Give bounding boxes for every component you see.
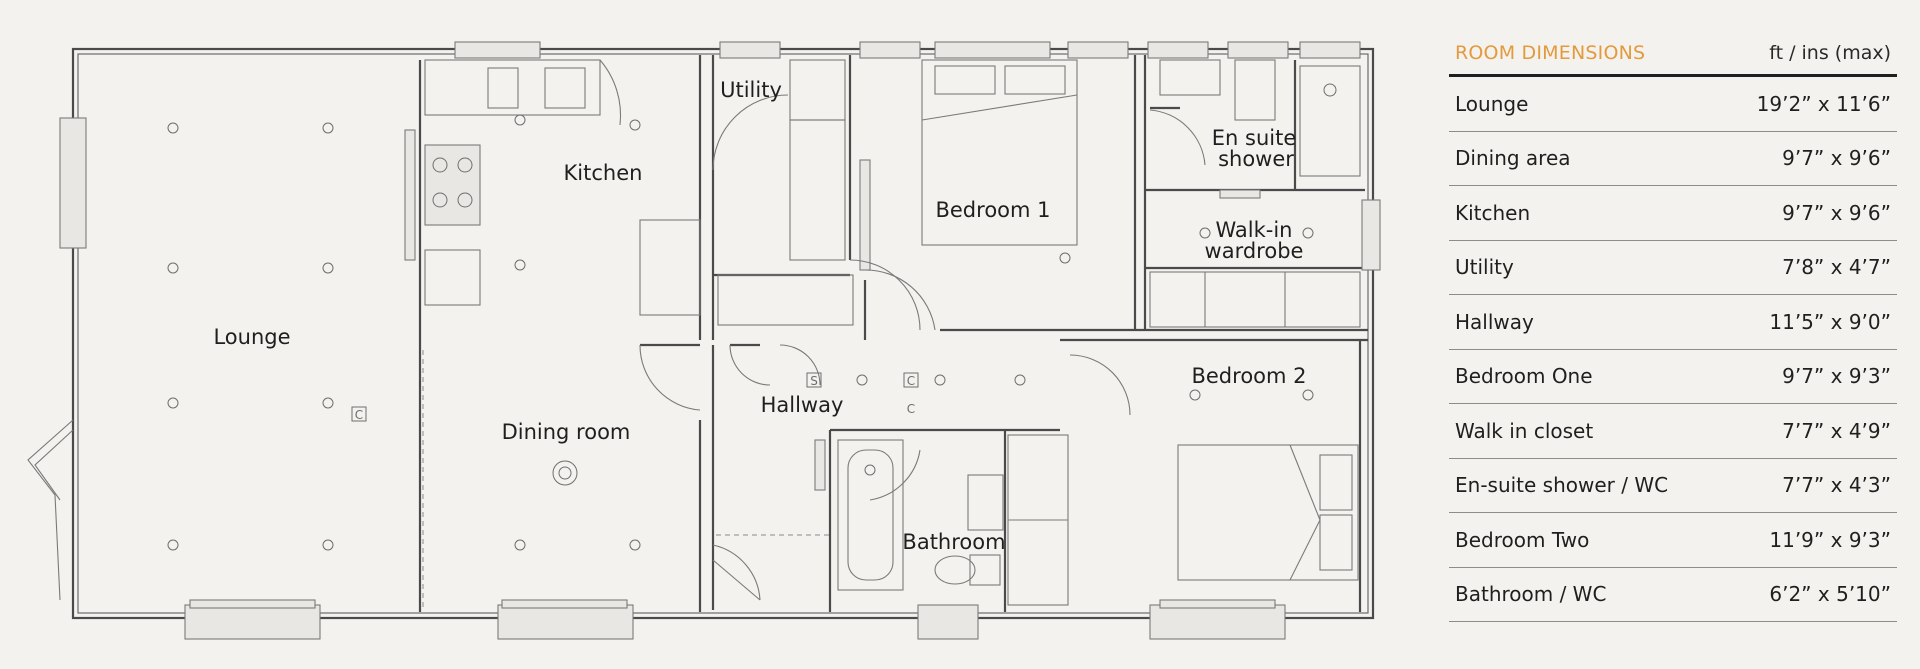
dimension-room-name: Bedroom One: [1455, 364, 1593, 389]
dimension-row: En-suite shower / WC 7’7” x 4’3”: [1449, 459, 1897, 513]
dimension-room-name: Utility: [1455, 255, 1514, 280]
wardrobe-rails: [1149, 271, 1361, 328]
dimensions-title: ROOM DIMENSIONS: [1455, 42, 1646, 64]
svg-text:S: S: [810, 374, 818, 388]
dimension-room-name: Kitchen: [1455, 200, 1531, 225]
hallway-doors: [639, 259, 1131, 601]
ceiling-lights: C C C S: [167, 114, 1314, 551]
dimension-room-size: 9’7” x 9’3”: [1782, 364, 1891, 389]
svg-text:C: C: [355, 408, 363, 422]
floor-plan: C C C S Lounge Kitchen Dining room Utili…: [27, 41, 1381, 640]
dimension-row: Walk in closet 7’7” x 4’9”: [1449, 404, 1897, 459]
dimension-row: Bedroom Two 11’9” x 9’3”: [1449, 513, 1897, 568]
dimension-room-name: Walk in closet: [1455, 418, 1594, 443]
svg-text:C: C: [907, 402, 915, 416]
utility-units: [712, 59, 854, 326]
kitchen-units: [424, 59, 701, 316]
dimension-room-name: Bathroom / WC: [1455, 582, 1607, 607]
dimension-room-name: Lounge: [1455, 91, 1529, 116]
ensuite-fittings: [1149, 59, 1361, 177]
dimension-room-name: Hallway: [1455, 309, 1534, 334]
dimension-row: Utility 7’8” x 4’7”: [1449, 241, 1897, 295]
lounge-bay-doors: [27, 419, 74, 601]
dimension-room-size: 6’2” x 5’10”: [1769, 582, 1891, 607]
room-label-utility: Utility: [720, 78, 782, 102]
room-label-walkin-line1: Walk-in: [1215, 218, 1292, 242]
dimension-room-size: 9’7” x 9’6”: [1782, 200, 1891, 225]
dimension-row: Kitchen 9’7” x 9’6”: [1449, 186, 1897, 241]
room-labels: Lounge Kitchen Dining room Utility Hallw…: [213, 78, 1306, 554]
dimension-room-name: En-suite shower / WC: [1455, 473, 1669, 498]
dimension-row: Bedroom One 9’7” x 9’3”: [1449, 350, 1897, 404]
dimension-row: Dining area 9’7” x 9’6”: [1449, 132, 1897, 186]
dimensions-units: ft / ins (max): [1769, 42, 1891, 64]
radiators: [189, 129, 1276, 609]
room-label-bathroom: Bathroom: [902, 530, 1005, 554]
dimension-room-name: Bedroom Two: [1455, 527, 1590, 552]
room-dimensions-table: ROOM DIMENSIONS ft / ins (max) Lounge 19’…: [1449, 28, 1897, 622]
windows: [59, 41, 1381, 640]
room-label-ensuite-line1: En suite: [1212, 126, 1297, 150]
dimension-room-size: 9’7” x 9’6”: [1782, 146, 1891, 171]
dimension-room-size: 7’8” x 4’7”: [1782, 255, 1891, 280]
bathroom-fittings: [837, 434, 1069, 606]
dimension-row: Lounge 19’2” x 11’6”: [1449, 77, 1897, 132]
room-label-walkin-line2: wardrobe: [1205, 239, 1304, 263]
dimension-row: Hallway 11’5” x 9’0”: [1449, 295, 1897, 350]
room-label-dining-room: Dining room: [502, 420, 631, 444]
bedroom2-bed: [1177, 444, 1359, 581]
dimension-room-size: 11’9” x 9’3”: [1769, 527, 1891, 552]
room-label-bedroom1: Bedroom 1: [935, 198, 1050, 222]
bedroom1-bed: [864, 59, 1078, 331]
dimension-room-name: Dining area: [1455, 146, 1571, 171]
svg-text:C: C: [907, 374, 915, 388]
dimension-room-size: 7’7” x 4’9”: [1782, 418, 1891, 443]
room-label-kitchen: Kitchen: [564, 161, 643, 185]
dimension-room-size: 11’5” x 9’0”: [1769, 309, 1891, 334]
dimension-room-size: 19’2” x 11’6”: [1756, 91, 1891, 116]
dimensions-header: ROOM DIMENSIONS ft / ins (max): [1449, 28, 1897, 77]
room-label-bedroom2: Bedroom 2: [1191, 364, 1306, 388]
dimension-room-size: 7’7” x 4’3”: [1782, 473, 1891, 498]
dimension-row: Bathroom / WC 6’2” x 5’10”: [1449, 568, 1897, 622]
room-label-lounge: Lounge: [213, 325, 290, 349]
dimensions-rows: Lounge 19’2” x 11’6” Dining area 9’7” x 9’6…: [1449, 77, 1897, 622]
room-label-hallway: Hallway: [761, 393, 844, 417]
room-label-ensuite-line2: shower: [1218, 147, 1294, 171]
